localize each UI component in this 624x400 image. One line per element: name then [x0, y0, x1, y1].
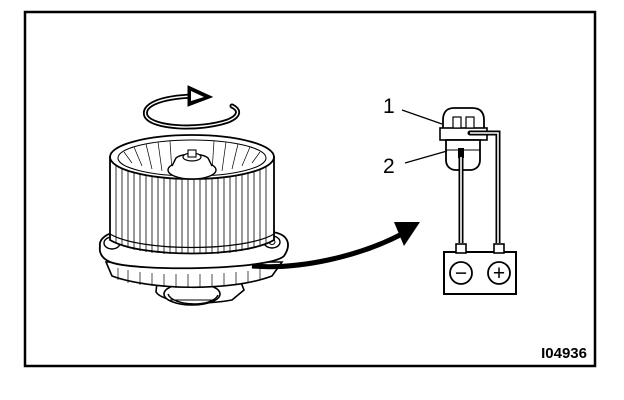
test-leads — [458, 130, 501, 243]
battery-positive-symbol: + — [493, 262, 505, 285]
blower-motor — [98, 134, 289, 306]
callout-label-1: 1 — [383, 95, 395, 118]
rotation-arrow-icon — [142, 85, 240, 130]
figure-code: I04936 — [541, 345, 587, 362]
callout-line-2 — [404, 150, 448, 164]
battery-negative-symbol: − — [455, 262, 467, 285]
callout-label-2: 2 — [383, 155, 395, 178]
curved-arrow-icon — [251, 222, 420, 270]
battery — [443, 243, 517, 295]
callout-line-1 — [401, 109, 443, 125]
